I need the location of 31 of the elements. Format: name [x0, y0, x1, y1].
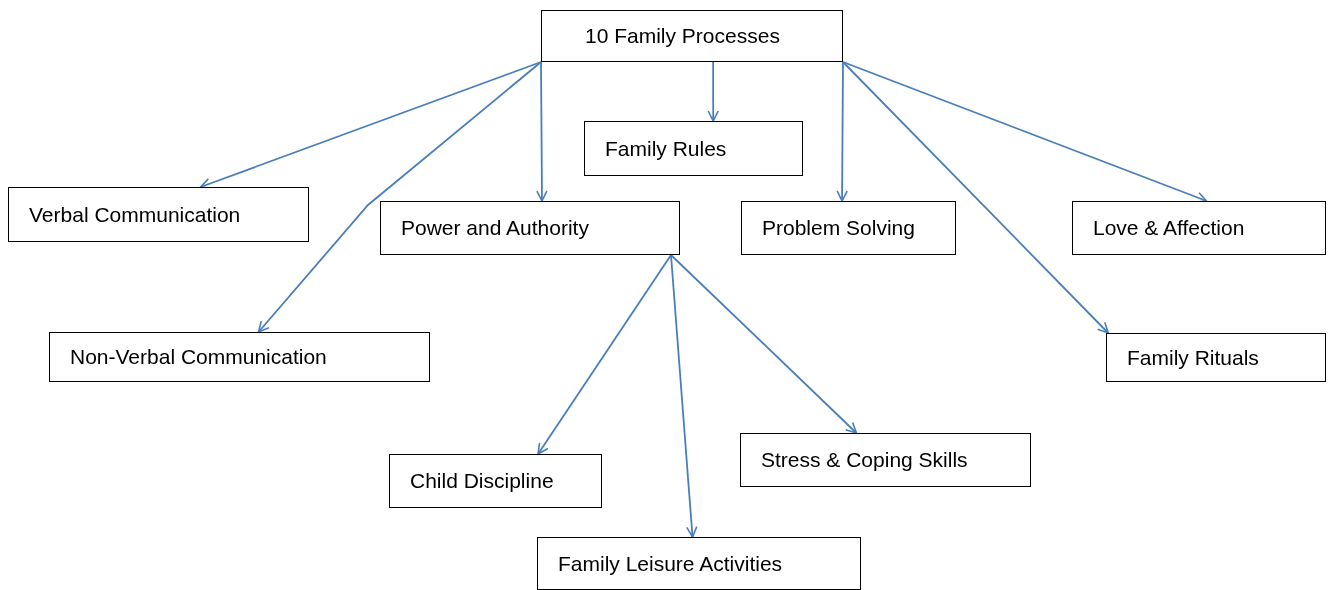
process-box	[584, 121, 803, 176]
box-label: Problem Solving	[762, 216, 915, 240]
arrow	[836, 61, 848, 202]
process-box	[537, 537, 861, 590]
box-label: Power and Authority	[401, 216, 589, 240]
process-box	[740, 433, 1031, 487]
box-label: Non-Verbal Communication	[70, 345, 327, 369]
arrow	[842, 61, 1208, 203]
process-box	[1106, 333, 1326, 382]
box-label: Family Rituals	[1127, 345, 1259, 370]
arrow	[707, 61, 719, 122]
process-box	[741, 201, 956, 255]
process-box	[389, 454, 602, 508]
box-label: Family Rules	[605, 136, 727, 161]
box-label: Love & Affection	[1093, 216, 1245, 240]
box-label: Child Discipline	[410, 469, 554, 493]
box-label: Stress & Coping Skills	[761, 448, 968, 472]
box-label: Verbal Communication	[29, 202, 241, 227]
arrow	[537, 254, 672, 455]
process-box	[380, 201, 680, 255]
process-box	[1072, 201, 1326, 255]
arrow	[670, 254, 858, 434]
process-box	[49, 332, 430, 382]
arrow	[842, 61, 1110, 334]
arrow	[536, 61, 548, 202]
process-box	[8, 187, 309, 242]
arrow	[670, 254, 698, 538]
process-box	[541, 10, 843, 62]
arrow	[257, 61, 542, 333]
box-label: 10 Family Processes	[585, 24, 780, 48]
box-label: Family Leisure Activities	[558, 551, 783, 576]
